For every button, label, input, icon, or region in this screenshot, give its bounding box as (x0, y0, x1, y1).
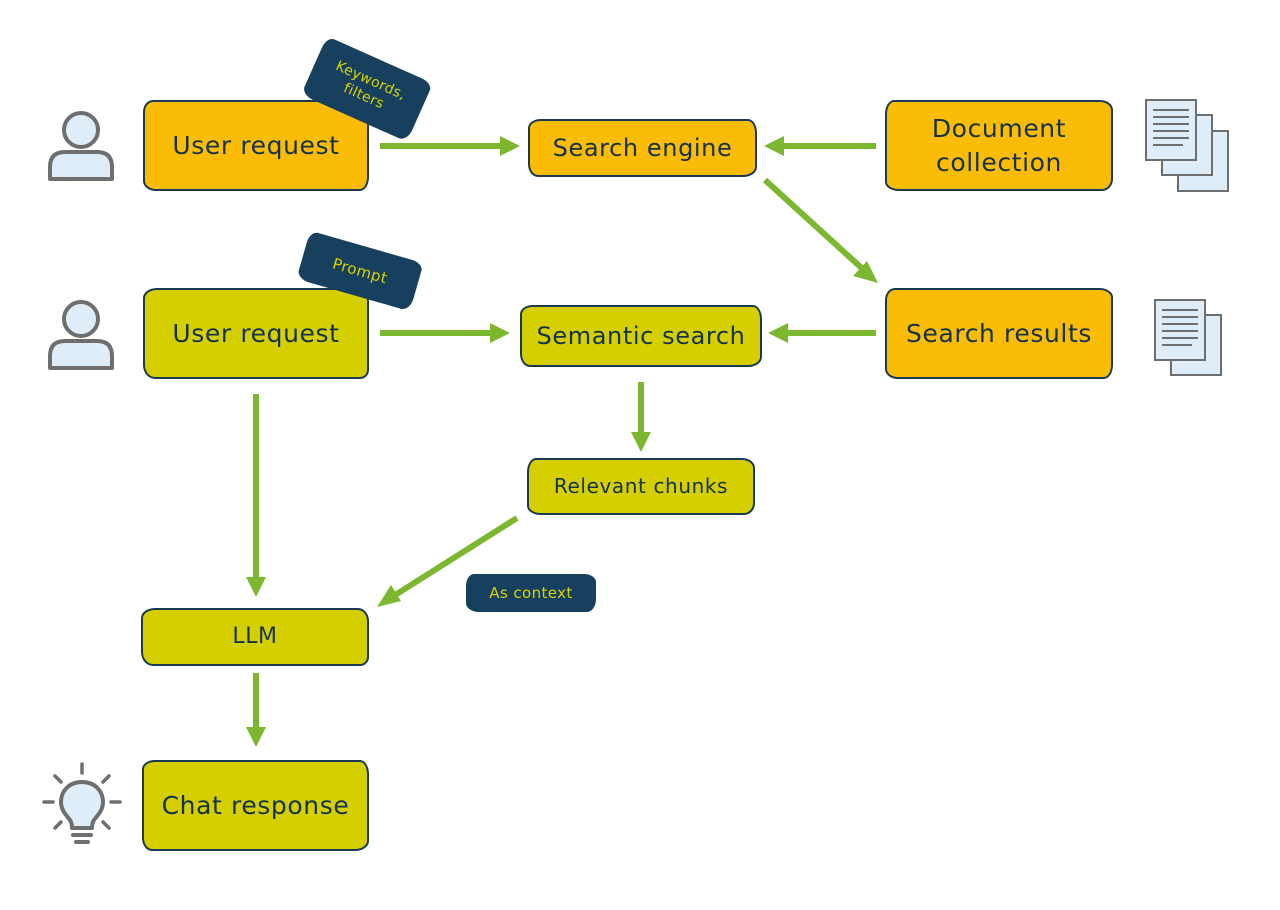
relevant-chunks-node: Relevant chunks (527, 458, 755, 515)
arrowhead (246, 577, 266, 597)
arrowhead (768, 323, 788, 343)
arrowhead (853, 261, 878, 283)
search-engine-label: Search engine (552, 133, 733, 162)
arrow-relevant-chunks-to-llm (390, 515, 519, 600)
search-results-node: Search results (885, 288, 1113, 379)
search-engine-node: Search engine (528, 119, 757, 177)
user-request-label: User request (172, 130, 340, 160)
arrowhead (246, 727, 266, 747)
arrowhead (377, 585, 401, 607)
documents-icon (1154, 299, 1222, 376)
lightbulb-icon (42, 762, 122, 844)
document-collection-label: Document collection (931, 113, 1067, 177)
user-request-prompt-node: User request (143, 288, 369, 379)
search-results-label: Search results (906, 318, 1092, 348)
prompt-label: Prompt (330, 254, 390, 288)
chat-response-node: Chat response (142, 760, 369, 851)
arrow-search-engine-to-search-results (762, 177, 869, 275)
arrowhead (764, 136, 784, 156)
llm-label: LLM (232, 624, 278, 650)
user-request-node: User request (143, 100, 369, 191)
semantic-search-label: Semantic search (536, 321, 746, 350)
arrowhead (631, 432, 651, 452)
arrowhead (490, 323, 510, 343)
relevant-chunks-label: Relevant chunks (553, 474, 729, 498)
documents-icon (1145, 99, 1229, 192)
keywords-filters-label: Keywords, filters (333, 57, 409, 113)
document-collection-node: Document collection (885, 100, 1113, 191)
as-context-note: As context (466, 574, 596, 612)
semantic-search-node: Semantic search (520, 305, 762, 367)
as-context-label: As context (489, 583, 573, 602)
llm-node: LLM (141, 608, 369, 666)
user-icon (48, 111, 114, 181)
chat-response-label: Chat response (161, 790, 350, 820)
user-request-label: User request (172, 318, 340, 348)
arrowhead (500, 136, 520, 156)
user-icon (48, 300, 114, 370)
